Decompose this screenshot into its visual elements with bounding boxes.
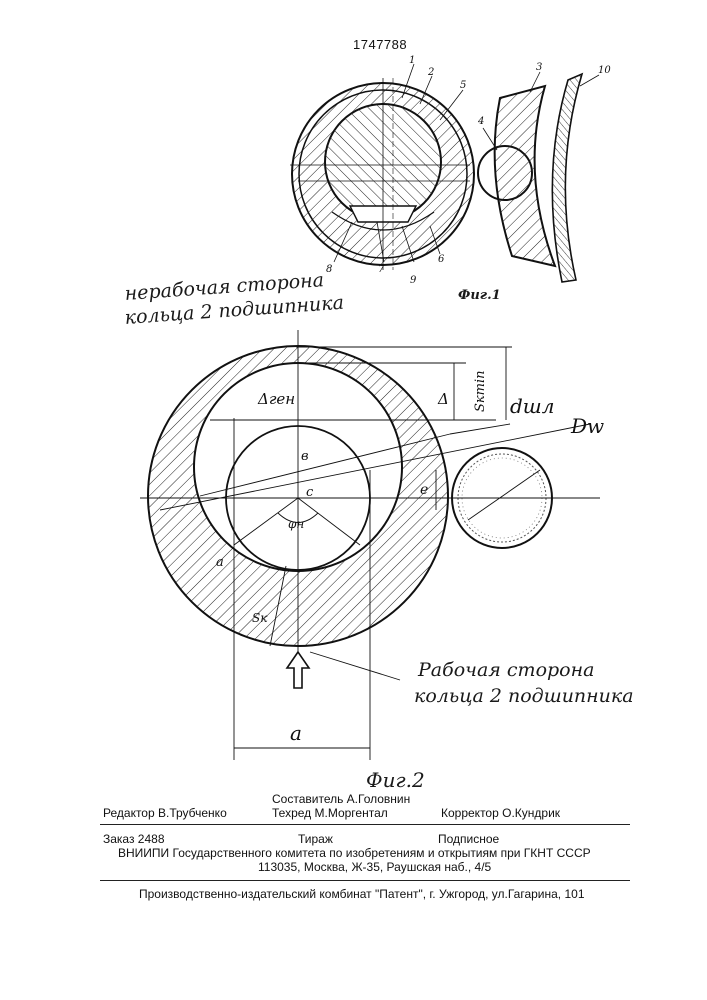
fig2-caption: Фиг.2 — [366, 768, 425, 792]
label-b: в — [301, 449, 309, 464]
print-run: Тираж — [298, 832, 333, 846]
callout-10: 10 — [598, 65, 611, 76]
editor: Редактор В.Трубченко — [103, 806, 227, 820]
label-c: с — [306, 485, 314, 500]
working-side-line2: кольца 2 подшипника — [414, 685, 634, 707]
patent-number: 1747788 — [353, 37, 407, 52]
label-delta-gen: Δген — [257, 390, 295, 408]
corrector: Корректор О.Кундрик — [441, 806, 560, 820]
callout-7: 7 — [378, 264, 385, 275]
techred: Техред М.Моргентал — [272, 806, 388, 820]
label-s-min: Sкmin — [473, 370, 488, 412]
vniipi: ВНИИПИ Государственного комитета по изоб… — [118, 846, 591, 860]
fig1-caption: Фиг.1 — [458, 288, 501, 303]
label-phi: φн — [288, 517, 304, 531]
callout-3: 3 — [536, 62, 542, 73]
load-arrow-icon — [287, 652, 309, 688]
label-sk: Sк — [252, 611, 268, 625]
working-side-line1: Рабочая сторона — [418, 659, 594, 681]
label-e: е — [420, 482, 428, 498]
label-dw: Dw — [570, 414, 604, 438]
publisher: Производственно-издательский комбинат "П… — [139, 887, 585, 901]
label-a-dim: a — [290, 721, 302, 745]
figure-1: 1 2 5 3 10 4 8 7 9 6 — [290, 55, 611, 286]
subscription: Подписное — [438, 832, 499, 846]
label-d-shl: dшл — [510, 394, 554, 418]
label-delta: Δ — [437, 390, 449, 408]
grinding-wheel-3 — [495, 86, 555, 266]
order: Заказ 2488 — [103, 832, 165, 846]
callout-8: 8 — [326, 264, 332, 275]
compiler: Составитель А.Головнин — [272, 792, 410, 806]
callout-1: 1 — [409, 55, 415, 66]
divider-2 — [100, 880, 630, 881]
callout-4: 4 — [477, 116, 484, 127]
callout-2: 2 — [427, 67, 434, 78]
callout-5: 5 — [460, 80, 466, 91]
address: 113035, Москва, Ж-35, Раушская наб., 4/5 — [258, 860, 491, 874]
label-a-point: a — [216, 555, 224, 570]
callout-9: 9 — [410, 275, 417, 286]
divider-1 — [100, 824, 630, 825]
segment-10 — [552, 74, 582, 282]
callout-6: 6 — [438, 254, 445, 265]
